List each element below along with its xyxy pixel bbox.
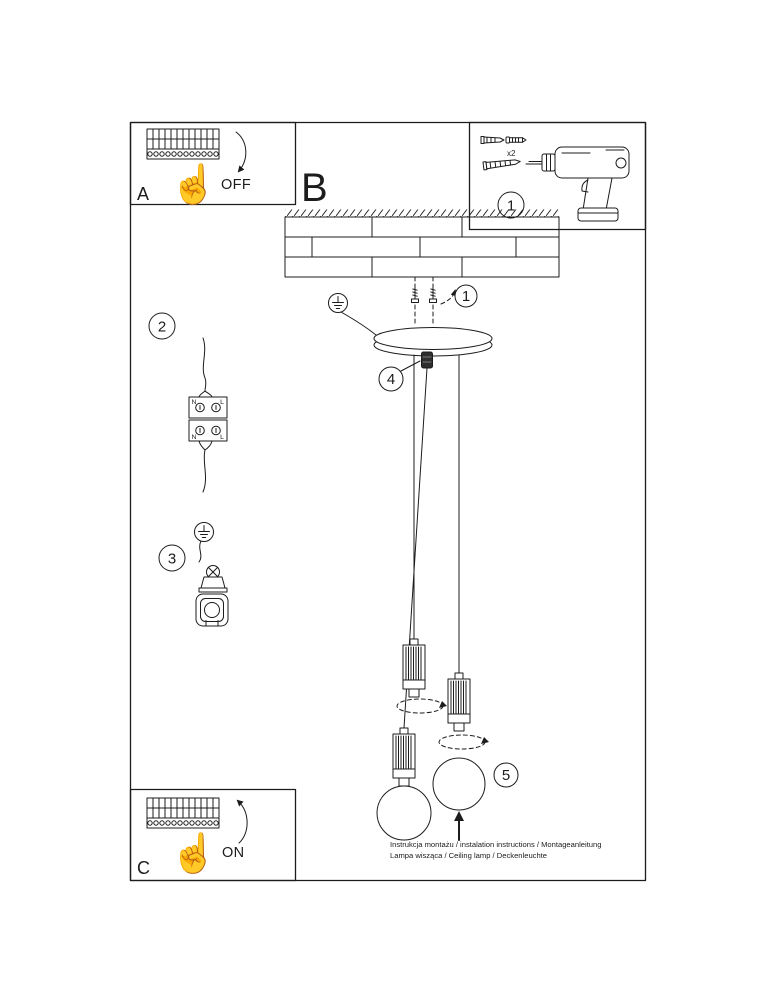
step-2-number: 2 [158, 319, 166, 336]
drill-icon [525, 146, 630, 222]
wire-connector-illustration: N L N L [188, 337, 228, 493]
step-1-number: 1 [462, 288, 470, 305]
lamp-socket [447, 672, 471, 732]
hand-icon: ☝ [170, 830, 217, 876]
section-label-b: B [301, 166, 328, 210]
wall-plug-icon [505, 136, 527, 144]
step-3-number: 3 [168, 551, 176, 568]
mounting-screw-icon [429, 285, 437, 303]
step-4-badge: 4 [378, 360, 421, 392]
hand-icon: ☝ [170, 161, 217, 207]
step-5-number: 5 [502, 767, 510, 784]
rotation-arrow-top [396, 698, 447, 714]
ceiling-hatch [285, 209, 559, 217]
panel-tools: x2 1 [468, 121, 647, 231]
terminal-strip-icon [146, 128, 220, 160]
lamp-socket [392, 727, 416, 787]
anchor-screws-illustration [411, 276, 458, 327]
canopy-illustration [373, 327, 493, 357]
rotate-arrow-icon [236, 799, 248, 844]
ground-wire [340, 311, 377, 336]
wire-label-l-bottom: L [220, 434, 224, 441]
mounting-screw-icon [411, 285, 419, 303]
earth-icon [328, 293, 348, 313]
step-5-badge: 5 [493, 762, 519, 788]
screw-count-label: x2 [507, 149, 516, 158]
panel-switch-off: ☝ OFF A [129, 121, 297, 207]
panel-label-c: C [137, 858, 150, 878]
tools-badge-number: 1 [507, 198, 515, 215]
clamp-illustration [195, 593, 229, 627]
wire-label-n-top: N [192, 399, 197, 406]
screw-icon [480, 136, 505, 144]
step-3-badge: 3 [158, 544, 186, 572]
rotate-arrow-icon [235, 131, 247, 173]
panel-switch-off-border [129, 121, 297, 206]
cord-grip [421, 351, 433, 369]
ground-symbol-canopy [328, 293, 377, 336]
long-screw-icon [482, 159, 521, 171]
page-frame [129, 121, 647, 882]
panel-tools-border [468, 121, 647, 231]
on-label: ON [222, 845, 245, 861]
panel-switch-on: ☝ ON C [129, 788, 297, 882]
wire-label-n-bottom: N [192, 434, 197, 441]
step-4-number: 4 [387, 371, 395, 388]
bulb-sphere-left [376, 785, 432, 841]
insert-guide-arrow [440, 289, 458, 305]
ceiling-illustration [284, 209, 560, 278]
footer-line-1: Instrukcja montażu / instalation instruc… [390, 840, 601, 849]
lamp-socket [402, 638, 426, 698]
footer-line-2: Lampa wisząca / Ceiling lamp / Deckenleu… [390, 851, 547, 860]
panel-switch-on-border [129, 788, 297, 882]
insert-arrow-icon [454, 811, 464, 841]
rotation-arrow-bottom [438, 734, 489, 750]
off-label: OFF [221, 177, 251, 193]
step-2-badge: 2 [148, 312, 176, 340]
terminal-strip-icon [146, 797, 220, 829]
earth-icon [194, 522, 214, 542]
step-1-badge: 1 [454, 284, 478, 308]
wire-label-l-top: L [220, 399, 224, 406]
badge-leader-line [400, 360, 421, 372]
earth-terminal-illustration [194, 522, 228, 593]
panel-label-a: A [137, 184, 149, 204]
bulb-sphere-right [432, 757, 486, 811]
